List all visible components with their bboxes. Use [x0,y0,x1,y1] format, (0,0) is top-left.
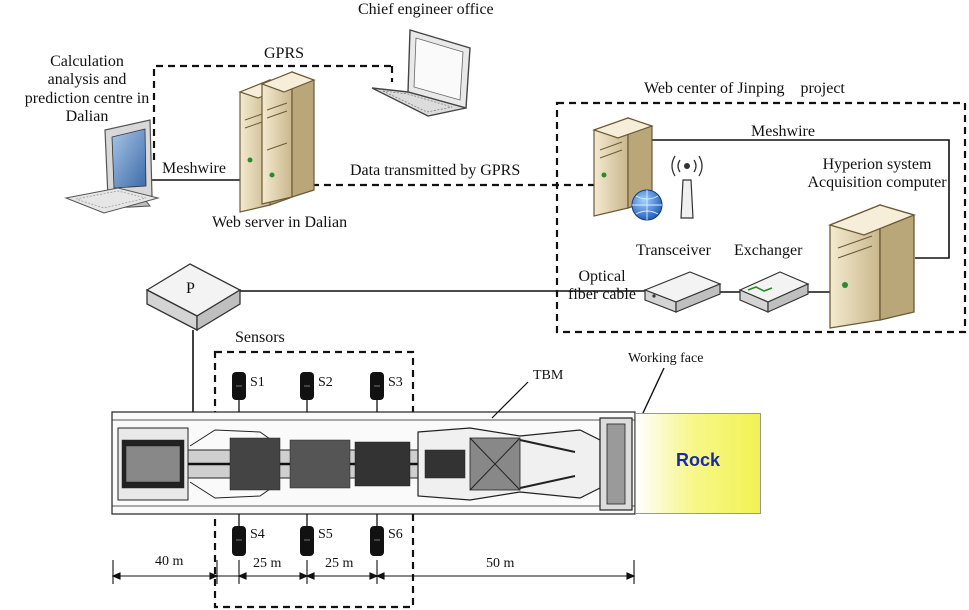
web-server-icon [238,71,316,213]
p-junction-box [145,263,242,332]
p-box-label: P [186,280,195,297]
sensor-s2-label: S2 [318,375,333,390]
optical-fiber-label: Optical fiber cable [568,268,636,304]
dimension-50m-label: 50 m [486,556,515,571]
sensor-s1-label: S1 [250,375,265,390]
sensor-s4-label: S4 [250,527,265,542]
calc-centre-label: Calculation analysis and prediction cent… [24,53,150,126]
antenna-icon [671,155,703,219]
meshwire-right-label: Meshwire [751,123,815,140]
dimension-line [111,560,636,584]
exchanger-icon [738,271,810,313]
working-face-label: Working face [628,351,704,366]
jinping-server-icon [592,117,663,221]
laptop-icon [371,29,471,117]
web-center-box [555,101,967,334]
sensor-s5 [300,514,314,556]
sensor-s5-label: S5 [318,527,333,542]
sensors-label: Sensors [235,329,285,346]
tbm-tunnel-drawing [111,411,636,515]
tbm-pointer [491,381,529,419]
sensor-group [232,372,384,556]
sensor-s4 [232,514,246,556]
network-links [150,64,950,420]
sensor-s1 [232,372,246,412]
hyperion-label: Hyperion system Acquisition computer [807,156,947,192]
sensor-s3 [370,372,384,412]
rock-label: Rock [675,450,720,470]
gprs-label: GPRS [264,45,305,62]
web-center-label: Web center of Jinping project [644,80,845,97]
transceiver-icon [643,271,722,313]
sensor-s2 [300,372,314,412]
desktop-computer-icon [64,119,160,214]
dimension-40m-label: 40 m [155,554,184,569]
acquisition-computer-icon [828,204,916,329]
sensor-s6-label: S6 [388,527,403,542]
exchanger-label: Exchanger [734,242,803,259]
transceiver-label: Transceiver [636,242,711,259]
gprs-link [152,64,392,160]
data-gprs-label: Data transmitted by GPRS [350,162,521,179]
sensor-s3-label: S3 [388,375,403,390]
tbm-label: TBM [533,368,564,383]
dimension-25m-a-label: 25 m [253,556,282,571]
web-server-label: Web server in Dalian [212,214,348,231]
chief-office-label: Chief engineer office [358,1,494,18]
meshwire-link-right [650,139,950,259]
dimension-25m-b-label: 25 m [325,556,354,571]
rock-block: Rock [635,413,761,514]
sensor-s6 [370,514,384,556]
meshwire-left-label: Meshwire [162,160,226,177]
